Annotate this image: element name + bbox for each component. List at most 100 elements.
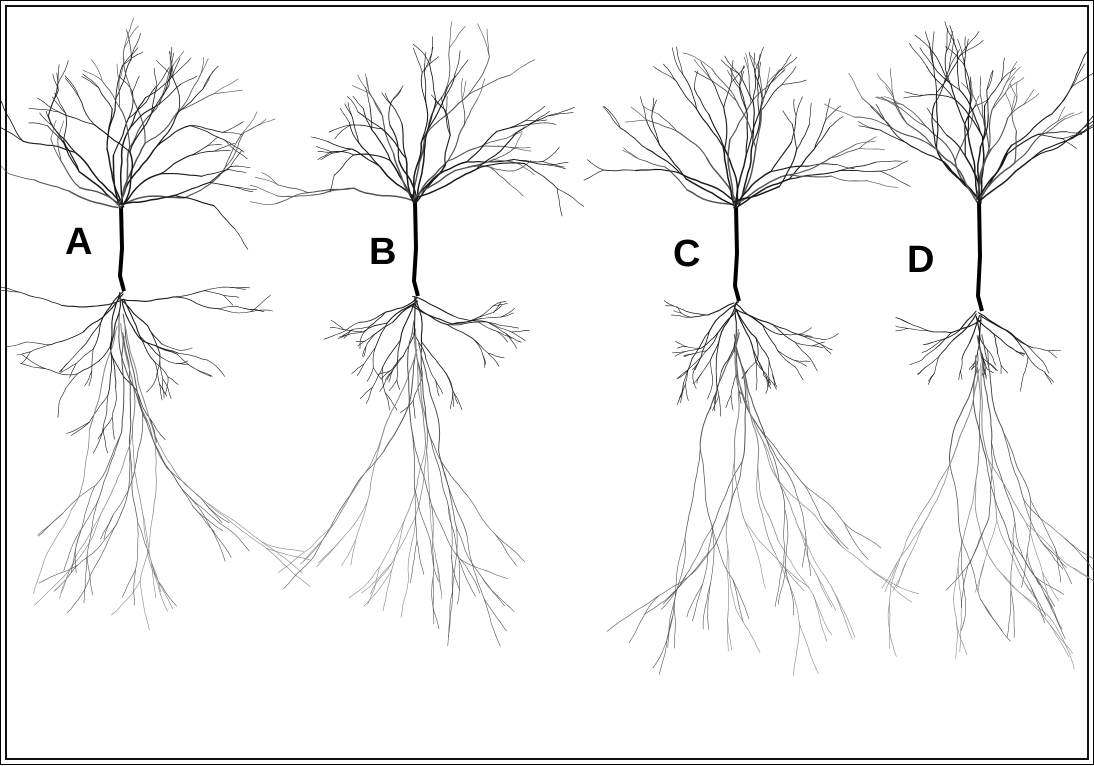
dendrite-segment	[823, 522, 848, 549]
dendrite-segment	[224, 296, 239, 298]
dendrite-segment	[1028, 357, 1044, 372]
dendrite-segment	[368, 567, 380, 604]
dendrite-segment	[708, 303, 734, 315]
dendrite-segment	[844, 522, 869, 559]
dendrite-segment	[808, 164, 836, 167]
dendrite-segment	[548, 107, 575, 116]
dendrite-segment	[584, 170, 604, 180]
dendrite-segment	[83, 74, 99, 88]
dendrite-segment	[214, 206, 234, 229]
dendrite-segment	[653, 66, 676, 81]
dendrite-segment	[198, 57, 204, 80]
dendrite-segment	[840, 162, 875, 170]
dendrite-segment	[960, 90, 983, 137]
dendrite-segment	[685, 443, 700, 539]
dendrite-segment	[108, 352, 112, 395]
dendrite-segment	[1065, 538, 1094, 573]
dendrite-segment	[716, 337, 720, 370]
dendrite-segment	[888, 603, 896, 657]
dendrite-segment	[367, 368, 373, 382]
dendrite-segment	[223, 122, 244, 133]
dendrite-segment	[223, 132, 243, 134]
dendrite-segment	[58, 399, 60, 418]
dendrite-segment	[447, 325, 473, 339]
dendrite-segment	[956, 617, 958, 659]
dendrite-segment	[211, 527, 232, 557]
dendrite-segment	[354, 188, 413, 201]
dendrite-segment	[701, 333, 718, 348]
dendrite-segment	[161, 174, 202, 177]
dendrite-segment	[204, 287, 229, 291]
dendrite-segment	[946, 28, 948, 52]
dendrite-segment	[811, 346, 823, 348]
dendrite-segment	[510, 60, 534, 75]
dendrite-segment	[383, 570, 392, 611]
dendrite-segment	[179, 353, 208, 360]
dendrite-segment	[749, 75, 751, 103]
dendrite-segment	[926, 357, 939, 367]
dendrite-segment	[483, 354, 485, 368]
dendrite-segment	[735, 330, 763, 442]
dendrite-segment	[683, 74, 697, 109]
dendrite-segment	[840, 170, 880, 171]
dendrite-segment	[415, 489, 430, 540]
dendrite-segment	[341, 540, 355, 566]
dendrite-segment	[422, 342, 443, 369]
dendrite-segment	[677, 82, 697, 109]
dendrite-segment	[411, 541, 418, 583]
dendrite-segment	[960, 614, 962, 652]
dendrite-segment	[425, 439, 430, 509]
dendrite-segment	[802, 482, 824, 522]
dendrite-segment	[962, 343, 970, 359]
dendrite-segment	[415, 441, 427, 517]
panel-label-b: B	[369, 233, 396, 271]
dendrite-segment	[783, 111, 792, 124]
dendrite-segment	[166, 377, 169, 393]
dendrite-segment	[1043, 572, 1052, 608]
dendrite-segment	[234, 228, 248, 249]
dendrite-segment	[659, 114, 677, 131]
dendrite-segment	[794, 624, 800, 676]
dendrite-segment	[189, 146, 208, 156]
dendrite-segment	[353, 96, 363, 109]
dendrite-segment	[724, 107, 727, 149]
dendrite-segment	[775, 554, 799, 624]
dendrite-segment	[758, 466, 778, 540]
dendrite-segment	[353, 327, 369, 330]
dendrite-segment	[389, 380, 397, 391]
dendrite-segment	[915, 35, 932, 51]
dendrite-segment	[640, 159, 665, 166]
dendrite-segment	[430, 539, 439, 581]
dendrite-segment	[1065, 538, 1094, 562]
dendrite-segment	[382, 366, 385, 392]
dendrite-segment	[360, 338, 361, 349]
dendrite-segment	[998, 353, 1002, 365]
neuron-b	[250, 22, 584, 647]
dendrite-segment	[731, 396, 733, 410]
dendrite-segment	[408, 517, 415, 576]
dendrite-segment	[478, 313, 494, 318]
dendrite-segment	[896, 329, 908, 331]
dendrite-segment	[167, 467, 194, 506]
dendrite-segment	[607, 595, 659, 631]
dendrite-segment	[982, 335, 1004, 434]
dendrite-segment	[1048, 350, 1061, 351]
dendrite-segment	[691, 315, 708, 317]
dendrite-segment	[587, 160, 603, 170]
dendrite-segment	[78, 347, 110, 374]
dendrite-segment	[460, 559, 479, 593]
dendrite-segment	[677, 131, 707, 158]
dendrite-segment	[987, 350, 988, 359]
panel-label-d: D	[907, 241, 934, 279]
dendrite-segment	[356, 501, 368, 540]
dendrite-segment	[142, 410, 167, 467]
dendrite-segment	[316, 146, 331, 151]
dendrite-segment	[895, 101, 906, 123]
dendrite-segment	[431, 438, 449, 506]
dendrite-segment	[179, 94, 214, 111]
dendrite-segment	[242, 112, 257, 134]
dendrite-segment	[548, 113, 573, 116]
dendrite-segment	[424, 47, 433, 72]
dendrite-segment	[64, 113, 67, 141]
